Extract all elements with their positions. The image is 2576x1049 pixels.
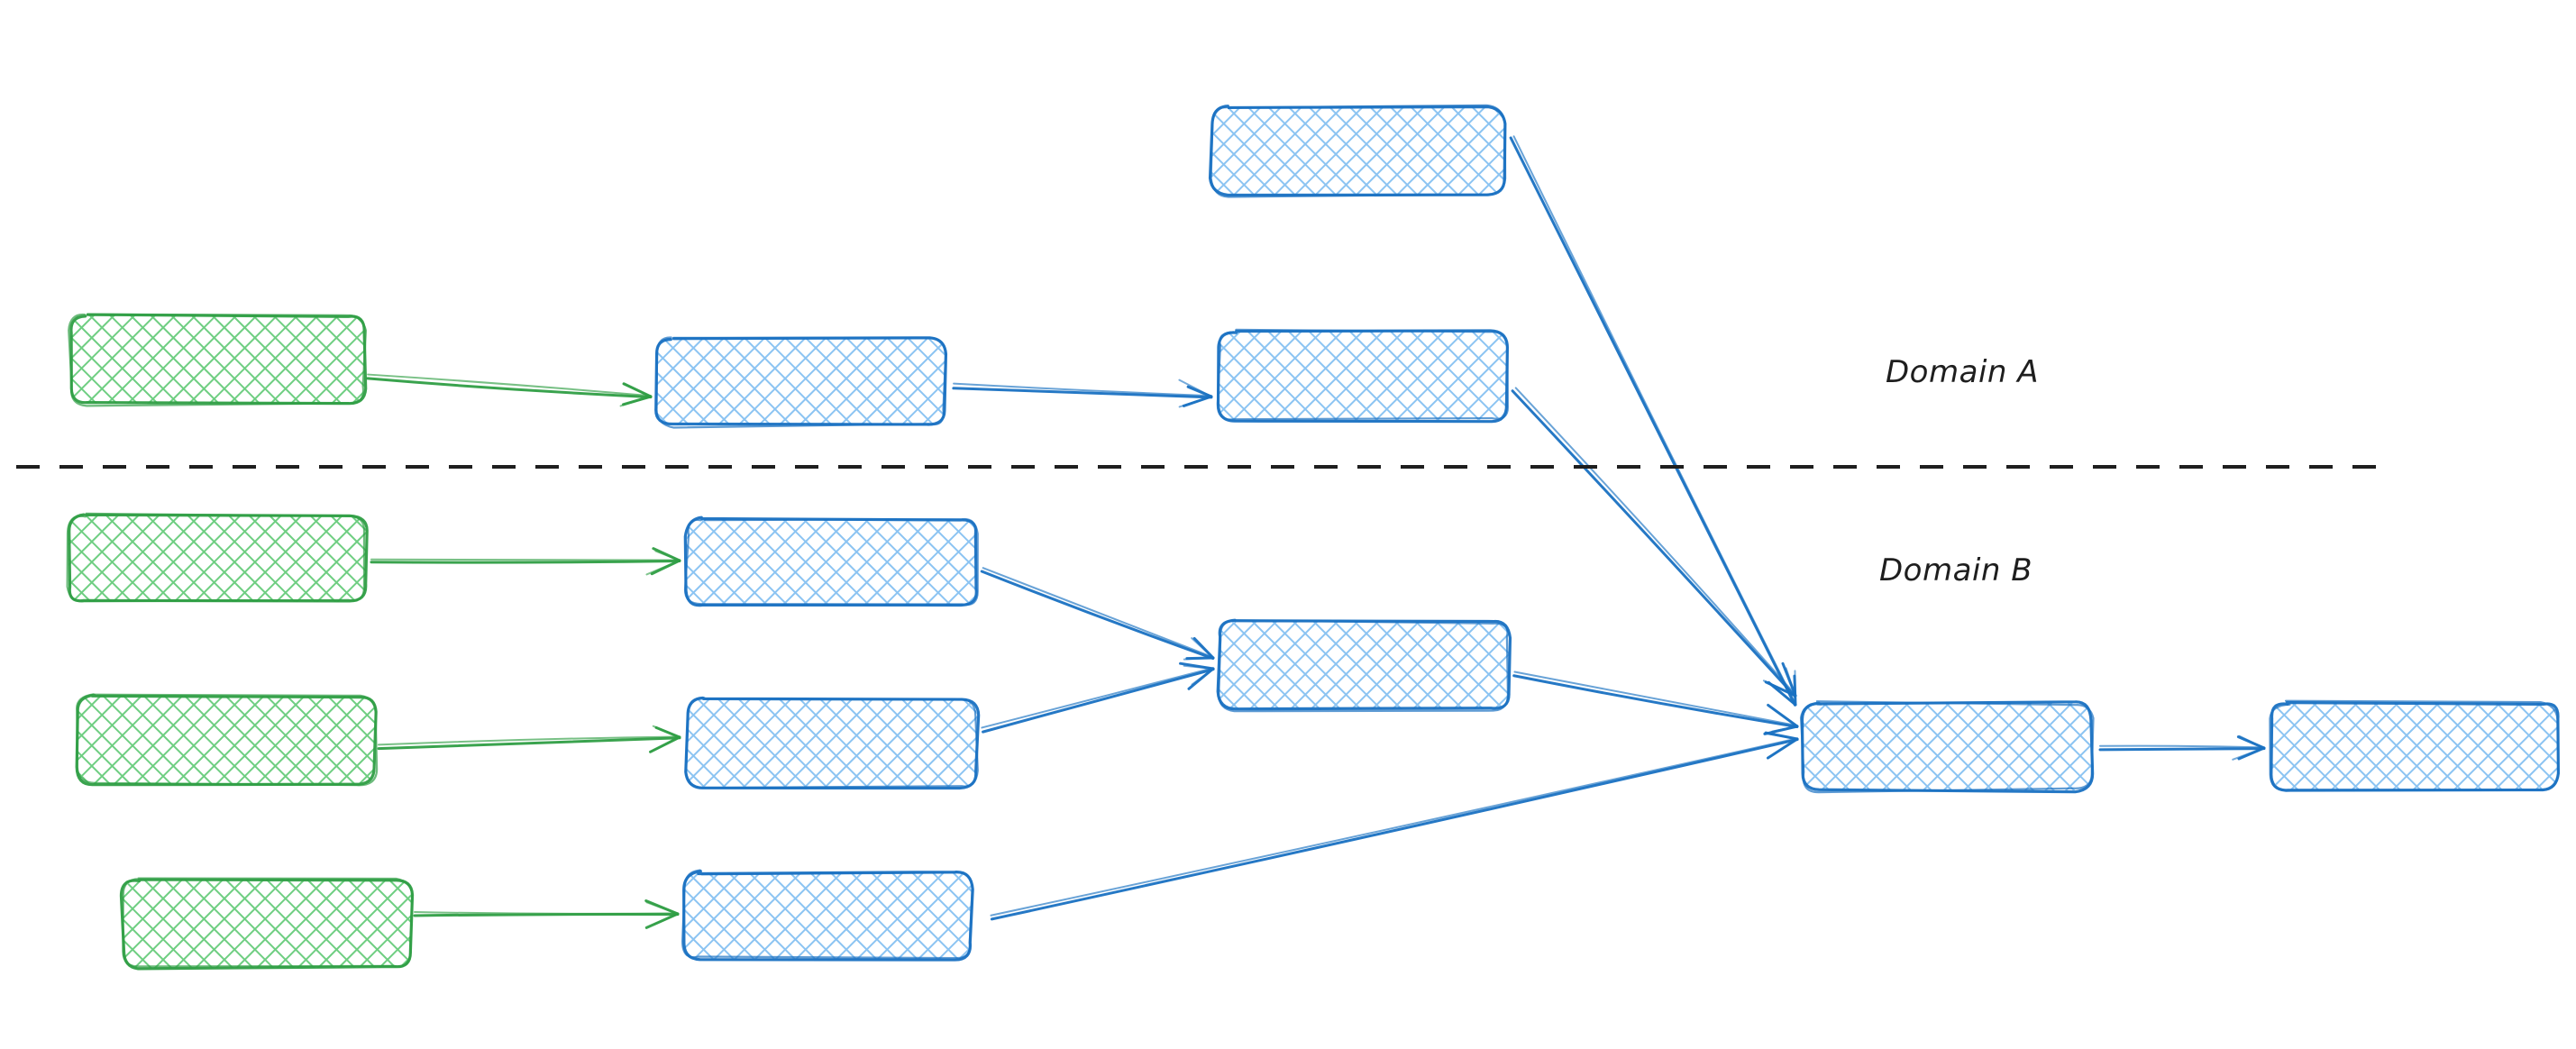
edge-arrow [366, 373, 653, 407]
node-green-box[interactable] [119, 877, 415, 971]
edge-arrow [990, 731, 1799, 921]
node-green-box[interactable] [66, 512, 369, 603]
node-blue-box[interactable] [683, 515, 979, 607]
node-blue-box[interactable] [2269, 699, 2560, 792]
edge-arrow [981, 661, 1215, 734]
node-blue-box[interactable] [654, 336, 948, 429]
node-blue-box[interactable] [1216, 618, 1512, 713]
node-blue-box[interactable] [684, 696, 981, 790]
domain-label-domain-a: Domain A [1886, 354, 2039, 390]
edge-arrow [2098, 734, 2266, 761]
node-blue-box[interactable] [1799, 700, 2095, 794]
node-blue-box[interactable] [681, 869, 974, 962]
edge-arrow [980, 567, 1215, 661]
nodes-layer [66, 104, 2560, 971]
edge-arrow [1511, 387, 1797, 698]
edge-arrow [1509, 135, 1797, 707]
edges-layer [366, 135, 2266, 929]
domain-label-domain-b: Domain B [1879, 552, 2033, 588]
edge-arrow [370, 547, 681, 576]
node-blue-box[interactable] [1208, 104, 1507, 198]
edge-arrow [413, 899, 680, 929]
edge-arrow [1512, 670, 1799, 735]
node-green-box[interactable] [68, 313, 368, 407]
node-green-box[interactable] [75, 693, 379, 787]
edge-arrow [377, 725, 681, 753]
node-blue-box[interactable] [1216, 328, 1509, 424]
edge-arrow [952, 379, 1213, 408]
